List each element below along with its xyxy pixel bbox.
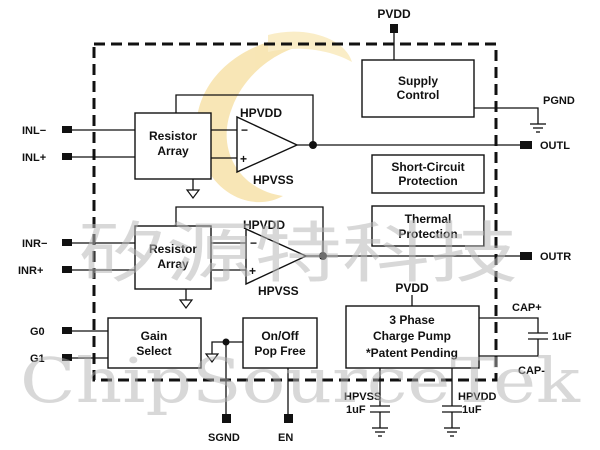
hpvdd-cap-value: 1uF	[462, 404, 482, 416]
onoff-wiring	[204, 338, 293, 423]
short-circuit-protection-block	[371, 154, 485, 194]
thermal-line1: Thermal	[405, 212, 452, 226]
onoff-line2: Pop Free	[254, 344, 306, 358]
supply-control-block	[361, 59, 475, 118]
inr-plus-label: INR+	[18, 265, 43, 277]
hpvdd-capacitor	[442, 368, 462, 437]
g1-label: G1	[30, 353, 45, 365]
hpvdd-cap-label: HPVDD	[458, 391, 497, 403]
supply-control-line1: Supply	[398, 74, 438, 88]
short-circuit-line2: Protection	[398, 174, 457, 188]
gain-select-line1: Gain	[141, 329, 168, 343]
hpvss-cap-value: 1uF	[346, 404, 366, 416]
chip-boundary	[92, 42, 498, 382]
resistor-array-right	[134, 225, 212, 290]
pgnd-label: PGND	[543, 95, 575, 107]
charge-pump-line3: *Patent Pending	[366, 346, 458, 360]
right-amp-wiring	[175, 206, 532, 309]
amplifier-left-minus: −	[241, 123, 248, 137]
resistor-array-left-line2: Array	[157, 144, 189, 158]
outr-label: OUTR	[540, 251, 571, 263]
resistor-array-right-line1: Resistor	[149, 242, 197, 256]
charge-pump-line2: Charge Pump	[373, 329, 451, 343]
hpvss-cap-label: HPVSS	[344, 391, 381, 403]
amplifier-left	[236, 115, 299, 174]
amplifier-right-hpvss: HPVSS	[258, 284, 299, 298]
cap-plus-label: CAP+	[512, 302, 542, 314]
pvdd-pin	[390, 24, 398, 60]
watermark-english: ChipSourceTek	[20, 344, 580, 417]
flying-capacitor	[479, 317, 548, 357]
hpvss-capacitor	[370, 368, 390, 437]
resistor-array-left	[134, 112, 212, 180]
charge-pump-line1: 3 Phase	[389, 313, 435, 327]
onoff-line1: On/Off	[261, 329, 299, 343]
onoff-pop-free-block	[242, 317, 318, 369]
amplifier-right-hpvdd: HPVDD	[243, 218, 285, 232]
watermark-chinese: 矽源特科技	[78, 215, 518, 292]
charge-pump-block	[345, 305, 480, 369]
cap-minus-label: CAP-	[518, 365, 545, 377]
sgnd-label: SGND	[208, 432, 240, 444]
outl-label: OUTL	[540, 140, 570, 152]
resistor-array-right-line2: Array	[157, 257, 189, 271]
flying-cap-value: 1uF	[552, 331, 572, 343]
watermark-logo	[196, 31, 352, 203]
resistor-array-left-line1: Resistor	[149, 129, 197, 143]
short-circuit-line1: Short-Circuit	[391, 160, 464, 174]
en-label: EN	[278, 432, 293, 444]
g0-label: G0	[30, 326, 45, 338]
amplifier-left-hpvss: HPVSS	[253, 173, 294, 187]
supply-control-line2: Control	[397, 88, 440, 102]
thermal-protection-block	[371, 205, 485, 247]
pgnd-connection	[474, 107, 546, 133]
gain-select-block	[107, 317, 202, 369]
amplifier-right	[245, 227, 308, 286]
inl-wires	[62, 126, 135, 160]
inr-minus-label: INR−	[22, 238, 47, 250]
inl-plus-label: INL+	[22, 152, 46, 164]
amplifier-left-hpvdd: HPVDD	[240, 106, 282, 120]
amplifier-right-minus: −	[250, 236, 257, 250]
charge-pump-pvdd-label: PVDD	[395, 281, 429, 295]
thermal-line2: Protection	[398, 227, 457, 241]
gain-select-line2: Select	[136, 344, 171, 358]
inl-minus-label: INL−	[22, 125, 46, 137]
gain-select-wires	[62, 327, 108, 361]
pvdd-label: PVDD	[377, 7, 411, 21]
amplifier-left-plus: +	[240, 152, 247, 166]
left-amp-wiring	[175, 94, 532, 199]
inr-wires	[62, 239, 135, 273]
amplifier-right-plus: +	[249, 264, 256, 278]
